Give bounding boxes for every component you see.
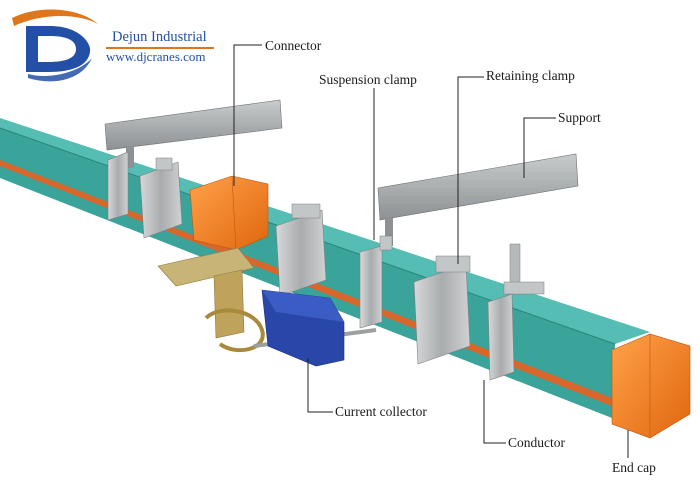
logo-swoosh-lower — [28, 58, 92, 82]
label-support: Support — [558, 110, 601, 125]
leader-current-collector — [307, 358, 333, 413]
brand-website: www.djcranes.com — [106, 49, 206, 64]
label-connector: Connector — [265, 38, 322, 53]
clamp-6 — [487, 243, 545, 381]
leader-connector — [233, 44, 262, 186]
support-bracket-left — [104, 99, 283, 168]
retaining-clamp — [413, 255, 471, 365]
logo-letter-d — [26, 26, 91, 72]
leader-lines — [233, 44, 629, 458]
label-suspension-clamp: Suspension clamp — [319, 72, 417, 87]
current-collector-assembly — [157, 247, 377, 367]
brand-divider — [106, 47, 214, 49]
label-current-collector: Current collector — [335, 404, 427, 419]
clamp-3 — [275, 203, 327, 297]
brand-logo — [12, 9, 98, 82]
leader-retaining-clamp — [457, 76, 484, 264]
leader-support — [523, 117, 556, 178]
end-cap-block — [611, 333, 691, 439]
clamp-2 — [139, 157, 183, 239]
brand-name: Dejun Industrial — [112, 29, 207, 45]
label-conductor: Conductor — [508, 435, 565, 450]
support-bracket-right — [377, 153, 579, 246]
clamp-1 — [107, 151, 129, 221]
label-retaining-clamp: Retaining clamp — [486, 68, 575, 83]
logo-swoosh — [12, 9, 98, 26]
suspension-clamp — [359, 235, 393, 329]
label-end-cap: End cap — [612, 460, 656, 475]
leader-conductor — [483, 380, 506, 444]
connector-block — [189, 175, 269, 251]
